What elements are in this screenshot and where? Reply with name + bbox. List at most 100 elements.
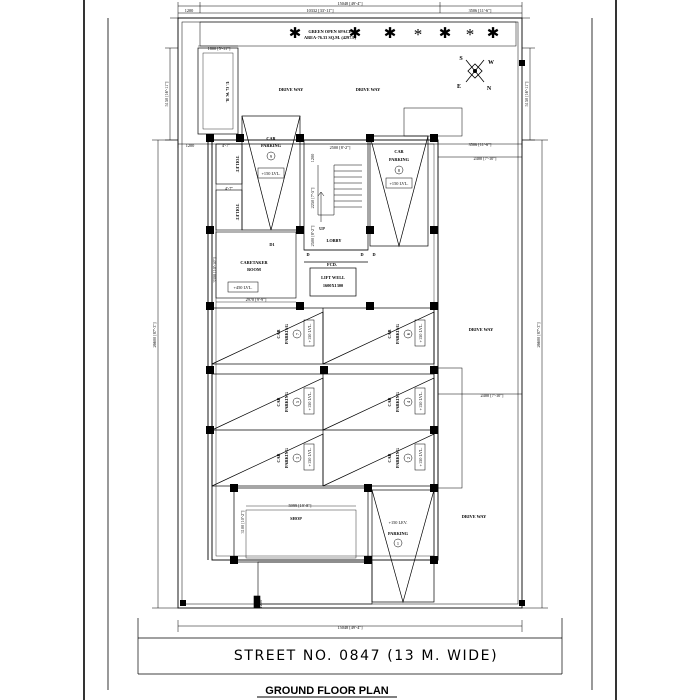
dim-shop-h: 3100 [10'-2"] [240, 510, 245, 534]
top-dimensions [177, 2, 523, 18]
parking-label: CAR [276, 396, 281, 406]
parking-number: 8 [398, 168, 400, 173]
dim-side-total-right: 26600 [87'-3"] [536, 322, 541, 348]
ugwr-label: U. G. W. R. [225, 82, 230, 103]
dim-caretaker-w: 2970 [9'-9"] [246, 297, 267, 302]
parking-number: 2 [406, 457, 411, 459]
dim-bottom-total: 15048 [49'-4"] [337, 625, 363, 630]
plan-title: GROUND FLOOR PLAN [265, 685, 388, 697]
parking-number: 1 [397, 541, 399, 546]
dim-stair-w: 2500 [8'-2"] [330, 145, 351, 150]
dim-toilet-w1: 4'-7" [222, 143, 231, 148]
bottom-dimension [177, 620, 523, 632]
tree-icon: * [414, 25, 423, 44]
right-dimensions [522, 47, 548, 609]
caretaker-room [215, 231, 297, 299]
dim-caretaker-h: 3300 [10'-10"] [212, 257, 217, 283]
tree-icon: * [466, 25, 475, 44]
stair-up-label: UP [319, 226, 325, 231]
door-label: D1 [269, 242, 274, 247]
caretaker-label: CARETAKER [240, 260, 268, 265]
parking-label: PARKING [284, 391, 289, 412]
parking-label: CAR [276, 328, 281, 338]
parking-level: +150 LVL. [390, 181, 409, 186]
dim-stair-h1: 1200 [310, 154, 315, 163]
street-label: STREET NO. 0847 (13 M. WIDE) [234, 648, 498, 664]
door-label: D [372, 252, 375, 257]
parking-label: PARKING [395, 323, 400, 344]
plot-boundary [170, 17, 530, 609]
dim-top-total: 15048 [49'-4"] [337, 1, 363, 6]
toilet-label: TOILET [235, 156, 240, 173]
dim-gate: 1200 [258, 600, 263, 609]
caretaker-label: ROOM [247, 267, 261, 272]
left-dimensions [152, 47, 178, 609]
driveway-edge [437, 367, 463, 489]
dim-left-h: 5150 [16'-11"] [164, 81, 169, 106]
parking-number: 5 [295, 401, 300, 403]
parking-number: 3 [295, 457, 300, 459]
street [137, 618, 563, 675]
dim-top-right: 3506 [11'-6"] [469, 8, 492, 13]
dim-right-h: 5150 [16'-11"] [524, 81, 529, 106]
parking-label: CAR [394, 149, 404, 154]
parking-number: 9 [270, 154, 272, 159]
drive-way-label: DRIVE WAY [356, 87, 381, 92]
parking-level: +150 LVL. [418, 448, 423, 467]
dim-ugwr-w: 1800 [5'-11"] [208, 46, 231, 51]
parking-level: +150 LEV. [389, 520, 408, 525]
green-space-area: AREA-76.33 SQ.M. (4297.9) [304, 35, 357, 40]
parking-level: +150 LVL. [307, 324, 312, 343]
lift-well-size: 1600X1300 [323, 283, 343, 288]
compass-s: S [459, 56, 463, 62]
tree-icon: ✱ [487, 26, 500, 42]
compass-e: E [457, 84, 461, 90]
lift-well [309, 267, 357, 297]
parking-label: PARKING [395, 391, 400, 412]
lift-well-label: LIFT WELL [321, 275, 345, 280]
compass-icon [465, 59, 485, 83]
parking-label: PARKING [261, 143, 282, 148]
parking-space-8 [369, 135, 429, 248]
door-label: D [306, 252, 309, 257]
parking-level: +150 LVL. [418, 392, 423, 411]
tree-icon: ✱ [439, 26, 452, 42]
parking-number: 4 [406, 400, 411, 403]
parking-label: PARKING [389, 157, 410, 162]
staircase [303, 139, 369, 263]
fcd-label: FCD. [327, 262, 337, 267]
drive-way-label: DRIVE WAY [469, 327, 494, 332]
drive-way-label: DRIVE WAY [462, 514, 487, 519]
parking-space-1 [371, 489, 435, 604]
door-label: D [360, 252, 363, 257]
drive-way-label: DRIVE WAY [279, 87, 304, 92]
parking-number: 7 [295, 332, 300, 335]
parking-number: 6 [406, 332, 411, 335]
parking-label: CAR [387, 328, 392, 338]
dim-toilet-w2: 4'-7" [225, 186, 234, 191]
parking-label: CAR [387, 396, 392, 406]
tree-icon: ✱ [384, 26, 397, 42]
parking-label: CAR [387, 452, 392, 462]
parking-space-9 [241, 115, 301, 231]
shop-label: SHOP [290, 516, 302, 521]
parking-label: PARKING [388, 531, 409, 536]
dim-mid-left: 1200 [186, 143, 195, 148]
dim-drive-w: 2400 [7'-10"] [481, 393, 505, 398]
dim-shop-w: 5999 [19'-8"] [289, 503, 313, 508]
parking-rows-5-4-3-2 [211, 373, 435, 487]
compass-n: N [487, 86, 492, 92]
dim-side-total-left: 26600 [87'-3"] [152, 322, 157, 348]
parking-label: PARKING [284, 323, 289, 344]
parking-row-7-6 [211, 307, 435, 365]
dim-top-mid: 10332 [33'-11"] [306, 8, 334, 13]
lobby-label: LOBBY [326, 238, 342, 243]
parking-level: +150 LVL. [307, 392, 312, 411]
tree-icon: ✱ [289, 26, 302, 42]
shop-room [233, 487, 369, 563]
dim-stair-h3: 2500 [8'-2"] [310, 225, 315, 246]
ramp [403, 107, 463, 137]
caretaker-level: +450 LVL. [234, 285, 253, 290]
lamp-posts [180, 60, 525, 606]
